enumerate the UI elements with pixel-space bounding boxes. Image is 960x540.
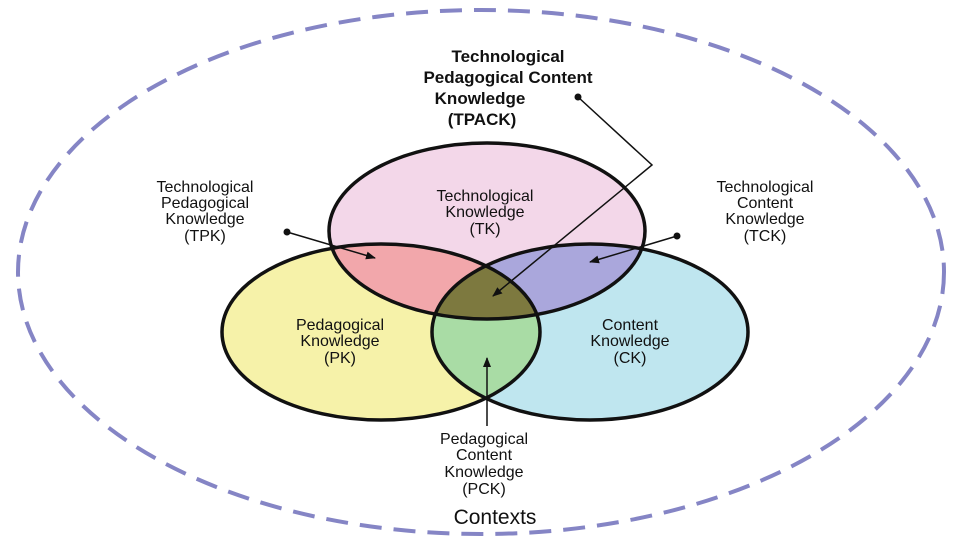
label-line: Technological <box>437 188 534 205</box>
pk-label: Pedagogical Knowledge (PK) <box>296 317 384 367</box>
tpk-pointer <box>286 231 376 260</box>
label-line: Content <box>602 317 659 334</box>
tk-label: Technological Knowledge (TK) <box>437 188 534 238</box>
label-line: Knowledge <box>435 89 526 108</box>
contexts-label: Contexts <box>454 506 537 529</box>
pck-label: Pedagogical Content Knowledge (PCK) <box>440 431 528 498</box>
label-line: (TK) <box>469 221 500 238</box>
tpack-pointer <box>492 96 654 297</box>
label-line: Pedagogical Content <box>423 68 592 87</box>
tck-label: Technological Content Knowledge (TCK) <box>717 179 814 245</box>
contexts-ring <box>16 8 946 536</box>
label-line: Pedagogical <box>296 317 384 334</box>
label-line: Content <box>456 447 513 464</box>
label-line: Pedagogical <box>161 195 249 212</box>
label-line: (TPK) <box>184 228 226 245</box>
label-line: (PK) <box>324 350 356 367</box>
label-line: (PCK) <box>462 481 506 498</box>
label-line: Technological <box>451 47 564 66</box>
ck-label: Content Knowledge (CK) <box>590 317 669 367</box>
label-line: (CK) <box>614 350 647 367</box>
label-line: Knowledge <box>725 211 804 228</box>
tpk-label: Technological Pedagogical Knowledge (TPK… <box>157 179 254 245</box>
tpack-label: Technological Pedagogical Content Knowle… <box>423 47 592 129</box>
label-line: Knowledge <box>300 333 379 350</box>
label-line: Knowledge <box>590 333 669 350</box>
label-line: Pedagogical <box>440 431 528 448</box>
label-line: Knowledge <box>444 464 523 481</box>
label-line: Knowledge <box>165 211 244 228</box>
label-line: (TCK) <box>744 228 787 245</box>
label-line: Technological <box>157 179 254 196</box>
tpack-region <box>432 244 540 319</box>
label-line: Technological <box>717 179 814 196</box>
tck-pointer <box>589 235 678 264</box>
label-line: (TPACK) <box>448 110 517 129</box>
label-line: Content <box>737 195 794 212</box>
label-line: Knowledge <box>445 204 524 221</box>
